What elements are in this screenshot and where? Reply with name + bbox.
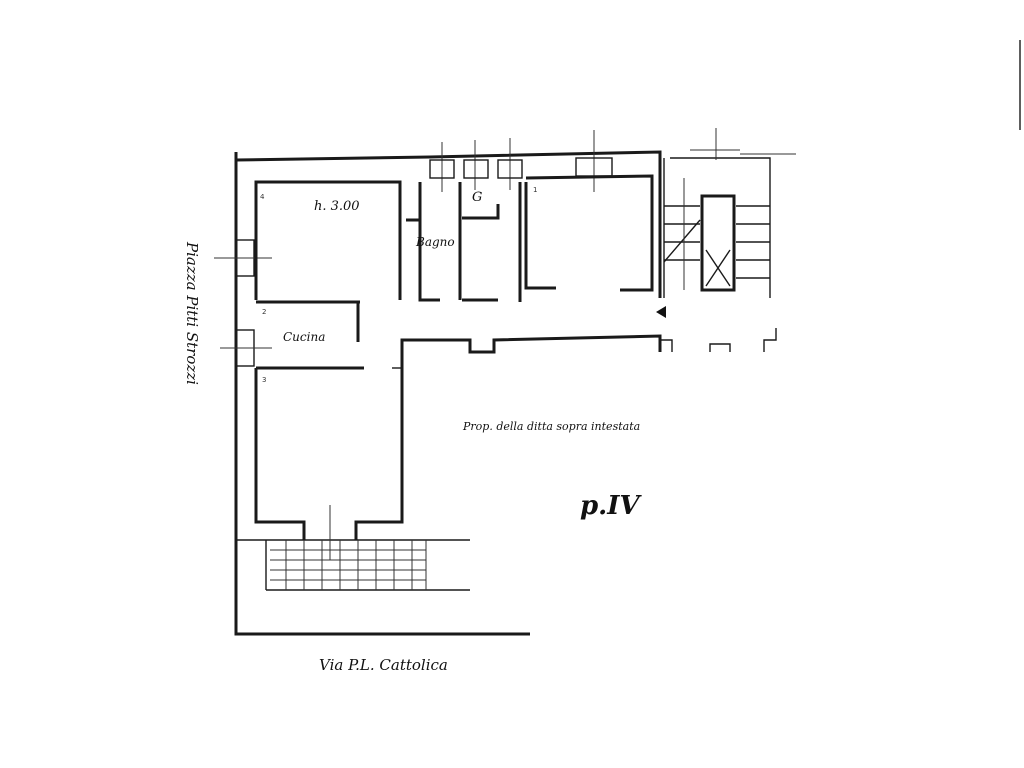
outer-boundary bbox=[234, 150, 662, 636]
top-windows bbox=[429, 130, 613, 192]
room-wc bbox=[462, 182, 522, 302]
room-3 bbox=[254, 334, 662, 560]
room-number-3: 3 bbox=[262, 376, 267, 384]
room-1 bbox=[524, 174, 654, 292]
landing bbox=[656, 306, 777, 352]
kitchen-label: Cucina bbox=[283, 330, 326, 344]
room-4 bbox=[254, 180, 402, 304]
street-label-left: Piazza Pitti Strozzi bbox=[183, 242, 201, 385]
bathroom-label: Bagno bbox=[416, 235, 455, 249]
left-windows bbox=[214, 239, 272, 367]
room-bathroom bbox=[406, 182, 462, 302]
balcony-grid bbox=[270, 540, 427, 590]
street-label-bottom: Via P.L. Cattolica bbox=[319, 656, 448, 674]
room-kitchen bbox=[256, 302, 364, 370]
staircase bbox=[663, 128, 796, 298]
wc-label: G bbox=[472, 190, 483, 205]
room-number-1: 1 bbox=[533, 186, 538, 194]
room-height-label: h. 3.00 bbox=[314, 199, 360, 214]
room-number-4: 4 bbox=[260, 193, 265, 201]
property-note: Prop. della ditta sopra intestata bbox=[463, 420, 641, 433]
floor-label: p.IV bbox=[580, 491, 640, 521]
room-number-2: 2 bbox=[262, 308, 267, 316]
